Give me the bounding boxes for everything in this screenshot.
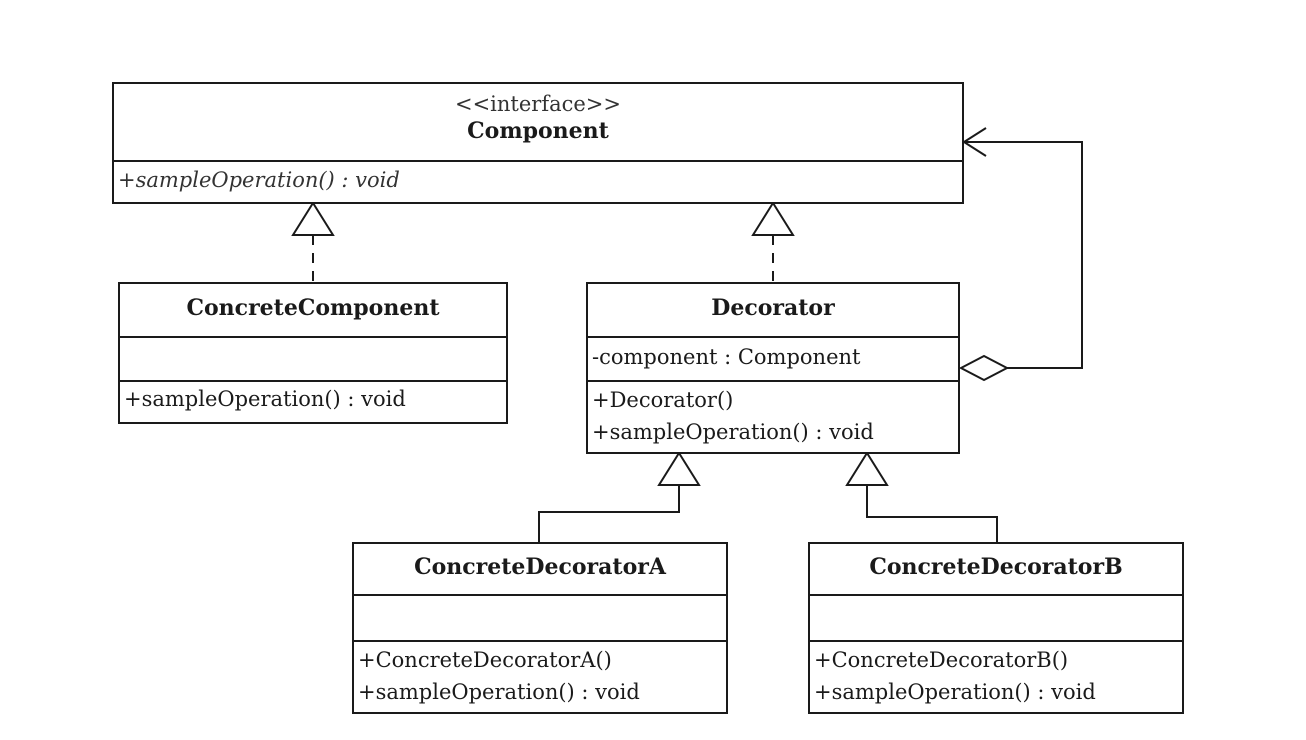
operations-compartment: +sampleOperation() : void bbox=[114, 160, 962, 202]
aggregation-arrowhead bbox=[962, 127, 987, 157]
class-concrete-decorator-b[interactable]: ConcreteDecoratorB +ConcreteDecoratorB()… bbox=[808, 542, 1184, 714]
generalization-line-decorator-b bbox=[866, 485, 998, 543]
attribute-item: -component : Component bbox=[592, 345, 861, 369]
class-concrete-decorator-a[interactable]: ConcreteDecoratorA +ConcreteDecoratorA()… bbox=[352, 542, 728, 714]
operation-item: +sampleOperation() : void bbox=[814, 680, 1096, 704]
operations-compartment: +sampleOperation() : void bbox=[120, 380, 506, 422]
class-name: ConcreteDecoratorA bbox=[414, 554, 666, 580]
class-concrete-component[interactable]: ConcreteComponent +sampleOperation() : v… bbox=[118, 282, 508, 424]
generalization-arrowhead-decorator-a bbox=[657, 451, 701, 486]
class-header: ConcreteComponent bbox=[120, 284, 506, 336]
attributes-compartment bbox=[354, 594, 726, 640]
class-header: Decorator bbox=[588, 284, 958, 336]
class-name: Component bbox=[467, 118, 609, 144]
operation-item: +sampleOperation() : void bbox=[118, 168, 400, 192]
operation-item: +ConcreteDecoratorB() bbox=[814, 648, 1069, 672]
generalization-line-decorator-a bbox=[538, 485, 680, 543]
operation-item: +sampleOperation() : void bbox=[358, 680, 640, 704]
class-decorator[interactable]: Decorator -component : Component +Decora… bbox=[586, 282, 960, 454]
operations-compartment: +ConcreteDecoratorB() +sampleOperation()… bbox=[810, 640, 1182, 712]
class-header: ConcreteDecoratorB bbox=[810, 544, 1182, 594]
aggregation-line bbox=[964, 141, 1083, 369]
generalization-arrowhead-decorator-b bbox=[845, 451, 889, 486]
attributes-compartment bbox=[810, 594, 1182, 640]
operation-item: +sampleOperation() : void bbox=[592, 420, 874, 444]
class-name: Decorator bbox=[711, 295, 835, 321]
operations-compartment: +ConcreteDecoratorA() +sampleOperation()… bbox=[354, 640, 726, 712]
class-component[interactable]: <<interface>> Component +sampleOperation… bbox=[112, 82, 964, 204]
operations-compartment: +Decorator() +sampleOperation() : void bbox=[588, 380, 958, 452]
class-header: ConcreteDecoratorA bbox=[354, 544, 726, 594]
operation-item: +Decorator() bbox=[592, 388, 734, 412]
class-name: ConcreteDecoratorB bbox=[869, 554, 1123, 580]
operation-item: +ConcreteDecoratorA() bbox=[358, 648, 612, 672]
realization-arrowhead-concrete-component bbox=[291, 201, 335, 236]
realization-arrowhead-decorator bbox=[751, 201, 795, 236]
class-name: ConcreteComponent bbox=[186, 295, 440, 321]
aggregation-diamond bbox=[958, 354, 1010, 382]
attributes-compartment: -component : Component bbox=[588, 336, 958, 380]
operation-item: +sampleOperation() : void bbox=[124, 387, 406, 411]
class-header: <<interface>> Component bbox=[114, 84, 962, 160]
stereotype-label: <<interface>> bbox=[454, 92, 621, 116]
attributes-compartment bbox=[120, 336, 506, 380]
